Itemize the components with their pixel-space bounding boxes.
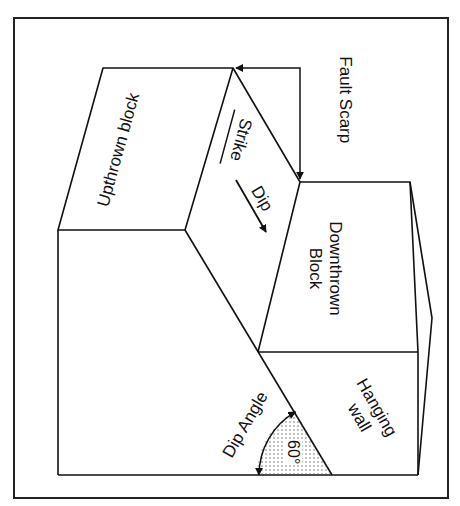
frame	[14, 18, 448, 498]
block-edge	[258, 351, 418, 353]
wall-label: Hanging wall	[331, 367, 406, 458]
block-base	[58, 474, 418, 476]
block-outline	[58, 68, 432, 475]
block-label: Downthrown Block	[305, 212, 344, 324]
downthrown-top-face	[300, 182, 418, 352]
angle-value: 60°	[284, 439, 302, 465]
block-edge	[57, 230, 59, 475]
upthrown-top-face	[58, 68, 233, 230]
dip-label: Dip	[246, 182, 277, 216]
strike-label: Strike	[225, 115, 256, 164]
side-face	[410, 182, 432, 475]
angle-label: Dip Angle	[218, 388, 272, 463]
block-edge	[417, 352, 419, 475]
block-label: Upthrown block	[93, 90, 144, 210]
dip-angle-wedge	[257, 410, 332, 475]
fault-scarp-label: Fault Scarp	[335, 55, 355, 144]
fault-scarp-edge	[233, 68, 300, 352]
